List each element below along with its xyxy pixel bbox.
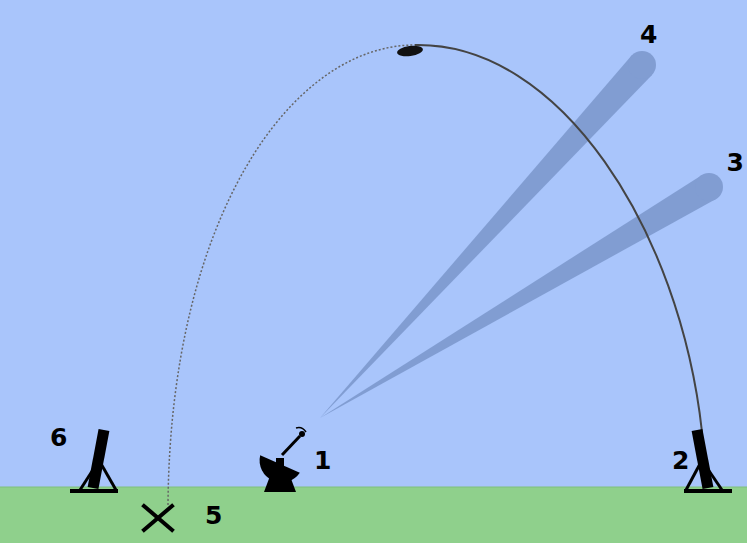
callout-number: 2 xyxy=(672,448,689,473)
shell xyxy=(396,44,423,58)
mortar-symbol xyxy=(684,430,732,491)
radar-beam-end xyxy=(695,173,723,201)
callout-number: 4 xyxy=(640,22,657,47)
radar-beams xyxy=(320,51,723,418)
mortar-symbol xyxy=(70,430,118,491)
callout-number: 3 xyxy=(727,150,744,175)
radar-beam xyxy=(320,175,716,418)
ground xyxy=(0,487,747,543)
horizon xyxy=(0,487,747,488)
radar-beam xyxy=(320,55,652,418)
callout-number: 6 xyxy=(50,425,67,450)
callout-number: 1 xyxy=(314,448,331,473)
radar-symbol xyxy=(258,428,306,493)
trajectory-extrapolated xyxy=(168,45,415,505)
origin-marker xyxy=(144,506,172,530)
radar-beam-end xyxy=(628,51,656,79)
callout-number: 5 xyxy=(205,503,222,528)
trajectory-observed xyxy=(415,45,702,432)
